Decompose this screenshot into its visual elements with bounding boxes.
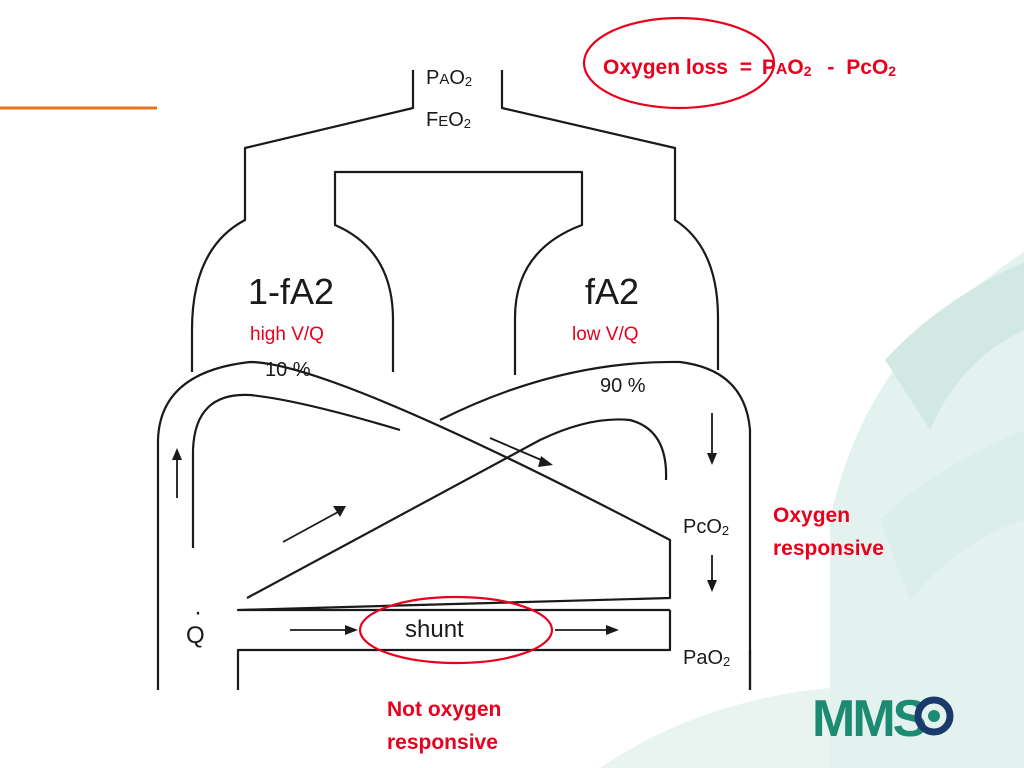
q-dot: · xyxy=(194,599,202,626)
airway-inner xyxy=(333,170,584,375)
oxygen-loss-equation: Oxygen loss = PAO2 - PcO2 xyxy=(603,56,896,81)
flow-arrow-diag-up xyxy=(282,506,346,543)
logo-circle-mark xyxy=(914,696,954,736)
not-responsive-line2: responsive xyxy=(387,731,498,754)
pao2-label: PaO2 xyxy=(683,647,730,669)
flow-arrow-shunt-in xyxy=(290,625,358,635)
inlet-feo2-label: FEO2 xyxy=(426,109,471,131)
oxygen-responsive-line1: Oxygen xyxy=(773,504,850,527)
capillary-outer xyxy=(156,360,672,690)
left-unit-name: 1-fA2 xyxy=(248,271,334,312)
flow-arrow-diag-down xyxy=(489,437,553,467)
right-unit-vq: low V/Q xyxy=(572,324,639,345)
shunt-highlight-ellipse xyxy=(358,595,554,665)
flow-arrow-down-1 xyxy=(707,413,717,465)
inlet-pao2-label: PAO2 xyxy=(426,67,472,89)
oxygen-responsive-line2: responsive xyxy=(773,537,884,560)
left-unit-percent: 10 % xyxy=(265,359,311,381)
logo-text: MMS xyxy=(812,690,926,748)
right-vessel xyxy=(236,610,672,690)
flow-arrow-up xyxy=(172,448,182,498)
right-unit-name: fA2 xyxy=(585,271,639,312)
oxygen-loss-label: Oxygen loss xyxy=(603,56,728,79)
airway-outline-right xyxy=(500,70,720,370)
right-unit-percent: 90 % xyxy=(600,375,646,397)
not-responsive-line1: Not oxygen xyxy=(387,698,501,721)
pco2-label: PcO2 xyxy=(683,516,729,538)
teal-watermark xyxy=(600,252,1024,768)
left-loop xyxy=(191,393,401,548)
shunt-label: shunt xyxy=(405,616,464,643)
loss-highlight-ellipse xyxy=(582,16,776,110)
flow-arrow-down-2 xyxy=(707,555,717,592)
q-symbol: Q xyxy=(186,622,205,649)
flow-arrow-shunt-out xyxy=(555,625,619,635)
mmos-logo: MMS xyxy=(812,690,954,748)
capillary-outer-right xyxy=(439,360,752,690)
left-unit-vq: high V/Q xyxy=(250,324,324,345)
right-loop xyxy=(246,418,668,599)
airway-outline xyxy=(190,70,415,372)
